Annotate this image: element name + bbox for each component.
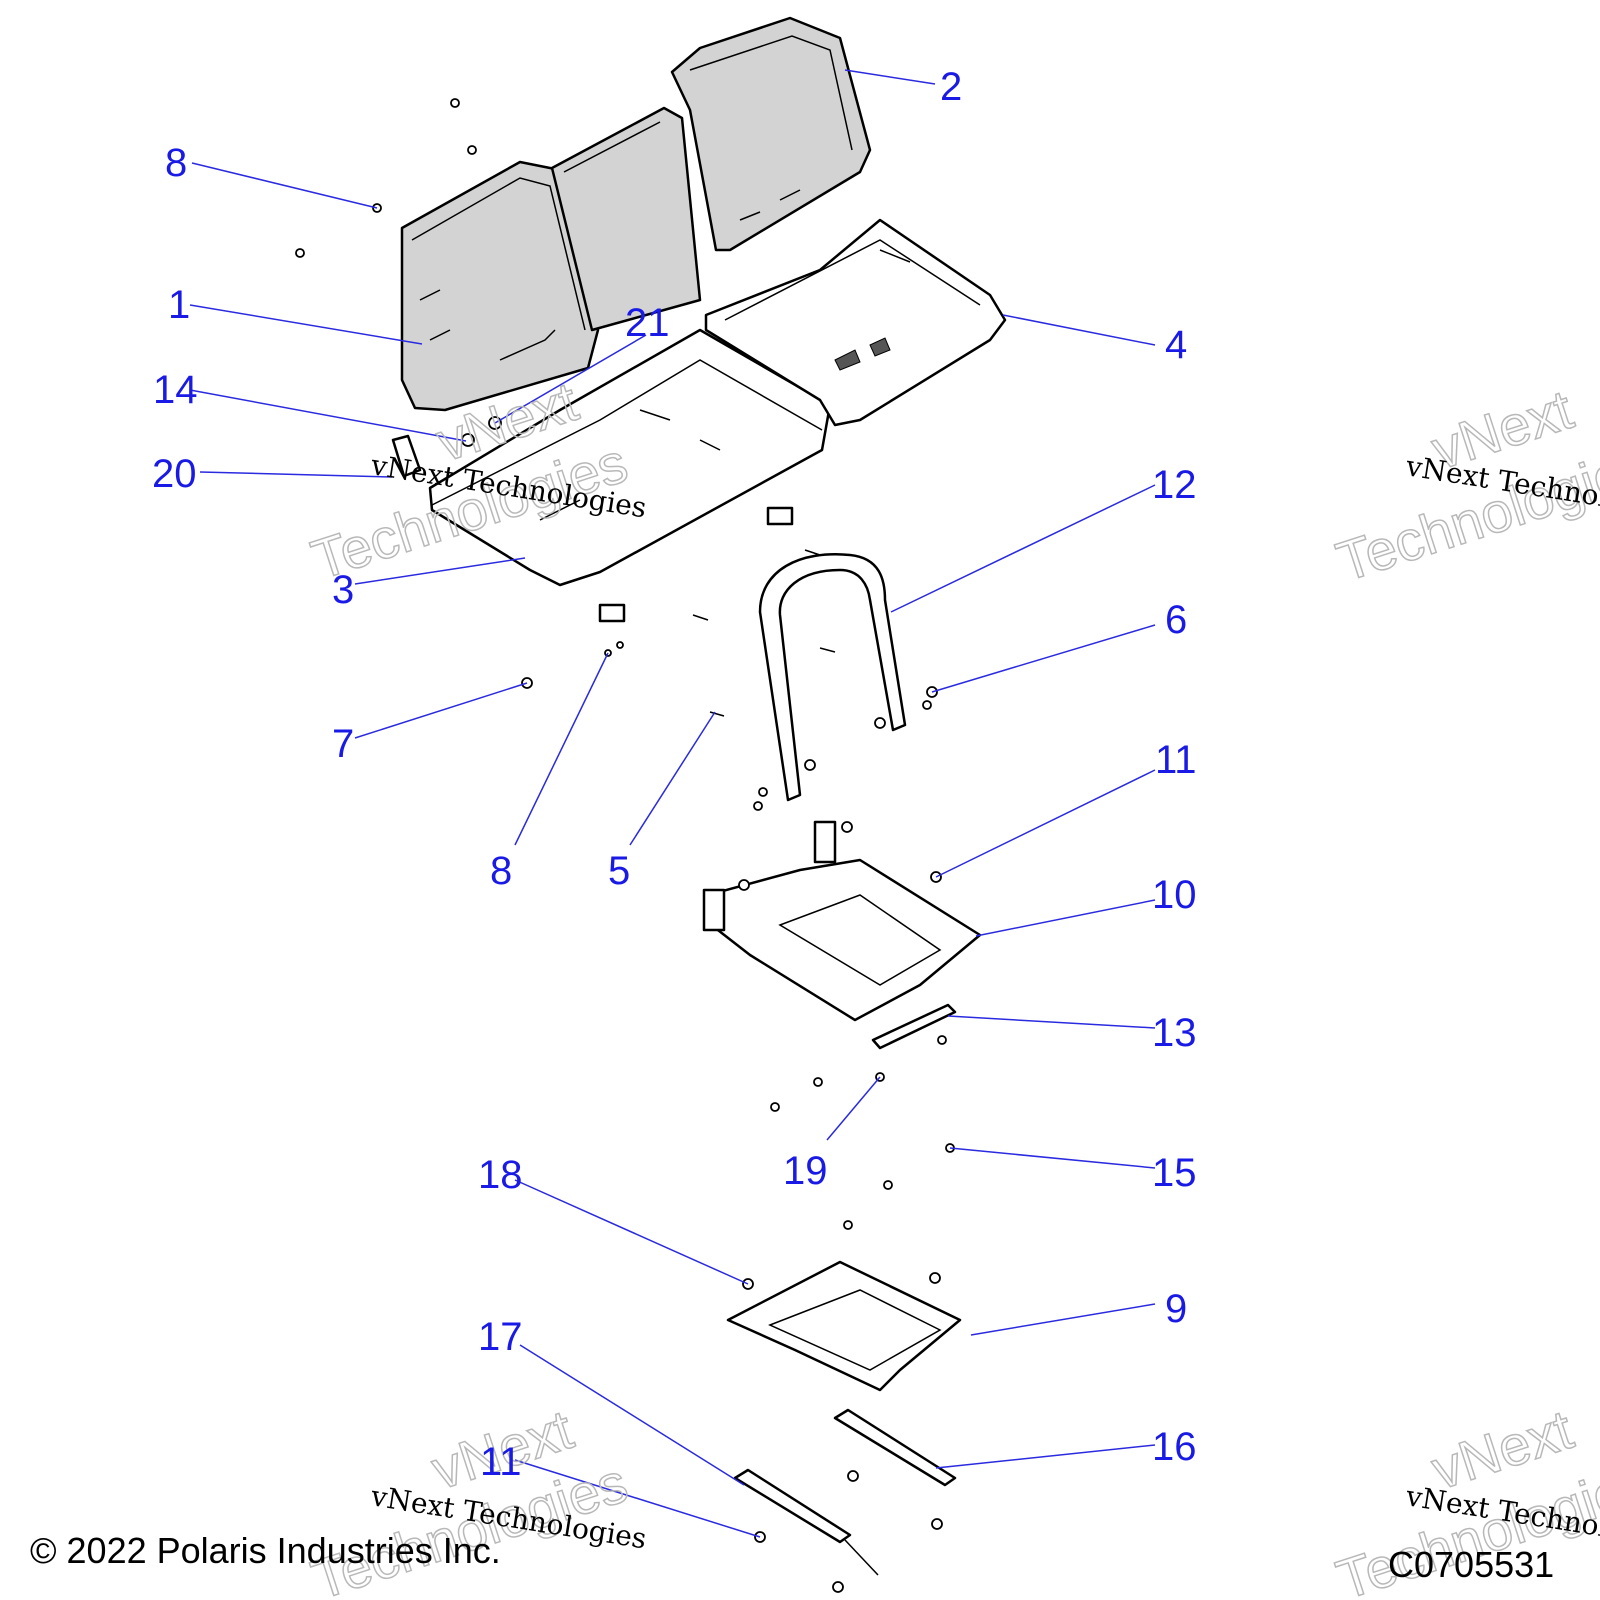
callout-5[interactable]: 5 bbox=[608, 849, 630, 893]
callout-3[interactable]: 3 bbox=[332, 568, 354, 612]
callout-11-bottom[interactable]: 11 bbox=[480, 1440, 522, 1484]
callout-16[interactable]: 16 bbox=[1152, 1425, 1197, 1469]
callout-2[interactable]: 2 bbox=[940, 65, 962, 109]
part-10-upper-seat-frame[interactable] bbox=[702, 820, 982, 1022]
callout-21[interactable]: 21 bbox=[625, 301, 670, 345]
callout-11-top[interactable]: 11 bbox=[1155, 738, 1197, 782]
watermark-right: vNext Technologies vNext Technologies bbox=[1328, 376, 1600, 594]
part-3-left-seat-bottom[interactable] bbox=[428, 328, 832, 587]
part-16-slide-rail[interactable] bbox=[833, 1408, 957, 1487]
part-17-slide-rail-with-release[interactable] bbox=[733, 1468, 879, 1576]
callout-1[interactable]: 1 bbox=[168, 283, 190, 327]
callout-7[interactable]: 7 bbox=[332, 722, 354, 766]
part-4-right-seat-bottom[interactable] bbox=[704, 218, 1007, 427]
callout-20[interactable]: 20 bbox=[152, 452, 197, 496]
callout-8-top[interactable]: 8 bbox=[165, 141, 187, 185]
part-20-seat-belt-buckle[interactable] bbox=[391, 434, 422, 478]
part-13-cross-bracket[interactable] bbox=[871, 1003, 957, 1050]
leader-lines bbox=[189, 69, 1156, 1538]
callout-14[interactable]: 14 bbox=[153, 368, 198, 412]
callout-6[interactable]: 6 bbox=[1165, 598, 1187, 642]
center-seat-back bbox=[550, 106, 702, 332]
callout-4[interactable]: 4 bbox=[1165, 323, 1187, 367]
callout-12[interactable]: 12 bbox=[1152, 463, 1197, 507]
callout-18[interactable]: 18 bbox=[478, 1153, 523, 1197]
callout-10[interactable]: 10 bbox=[1152, 873, 1197, 917]
part-9-lower-seat-frame[interactable] bbox=[726, 1260, 962, 1392]
figure-id: C0705531 bbox=[1388, 1544, 1554, 1585]
part-2-right-seat-back[interactable] bbox=[670, 16, 872, 252]
callout-9[interactable]: 9 bbox=[1165, 1287, 1187, 1331]
callout-8-bottom[interactable]: 8 bbox=[490, 849, 512, 893]
part-12-seat-support-bar[interactable] bbox=[758, 553, 907, 802]
callout-13[interactable]: 13 bbox=[1152, 1011, 1197, 1055]
callout-15[interactable]: 15 bbox=[1152, 1151, 1197, 1195]
callout-labels: 1 2 3 4 5 6 7 8 8 9 10 11 11 12 13 14 15… bbox=[152, 65, 1197, 1484]
copyright-notice: © 2022 Polaris Industries Inc. bbox=[30, 1530, 501, 1571]
callout-17[interactable]: 17 bbox=[478, 1315, 523, 1359]
callout-19[interactable]: 19 bbox=[783, 1149, 828, 1193]
